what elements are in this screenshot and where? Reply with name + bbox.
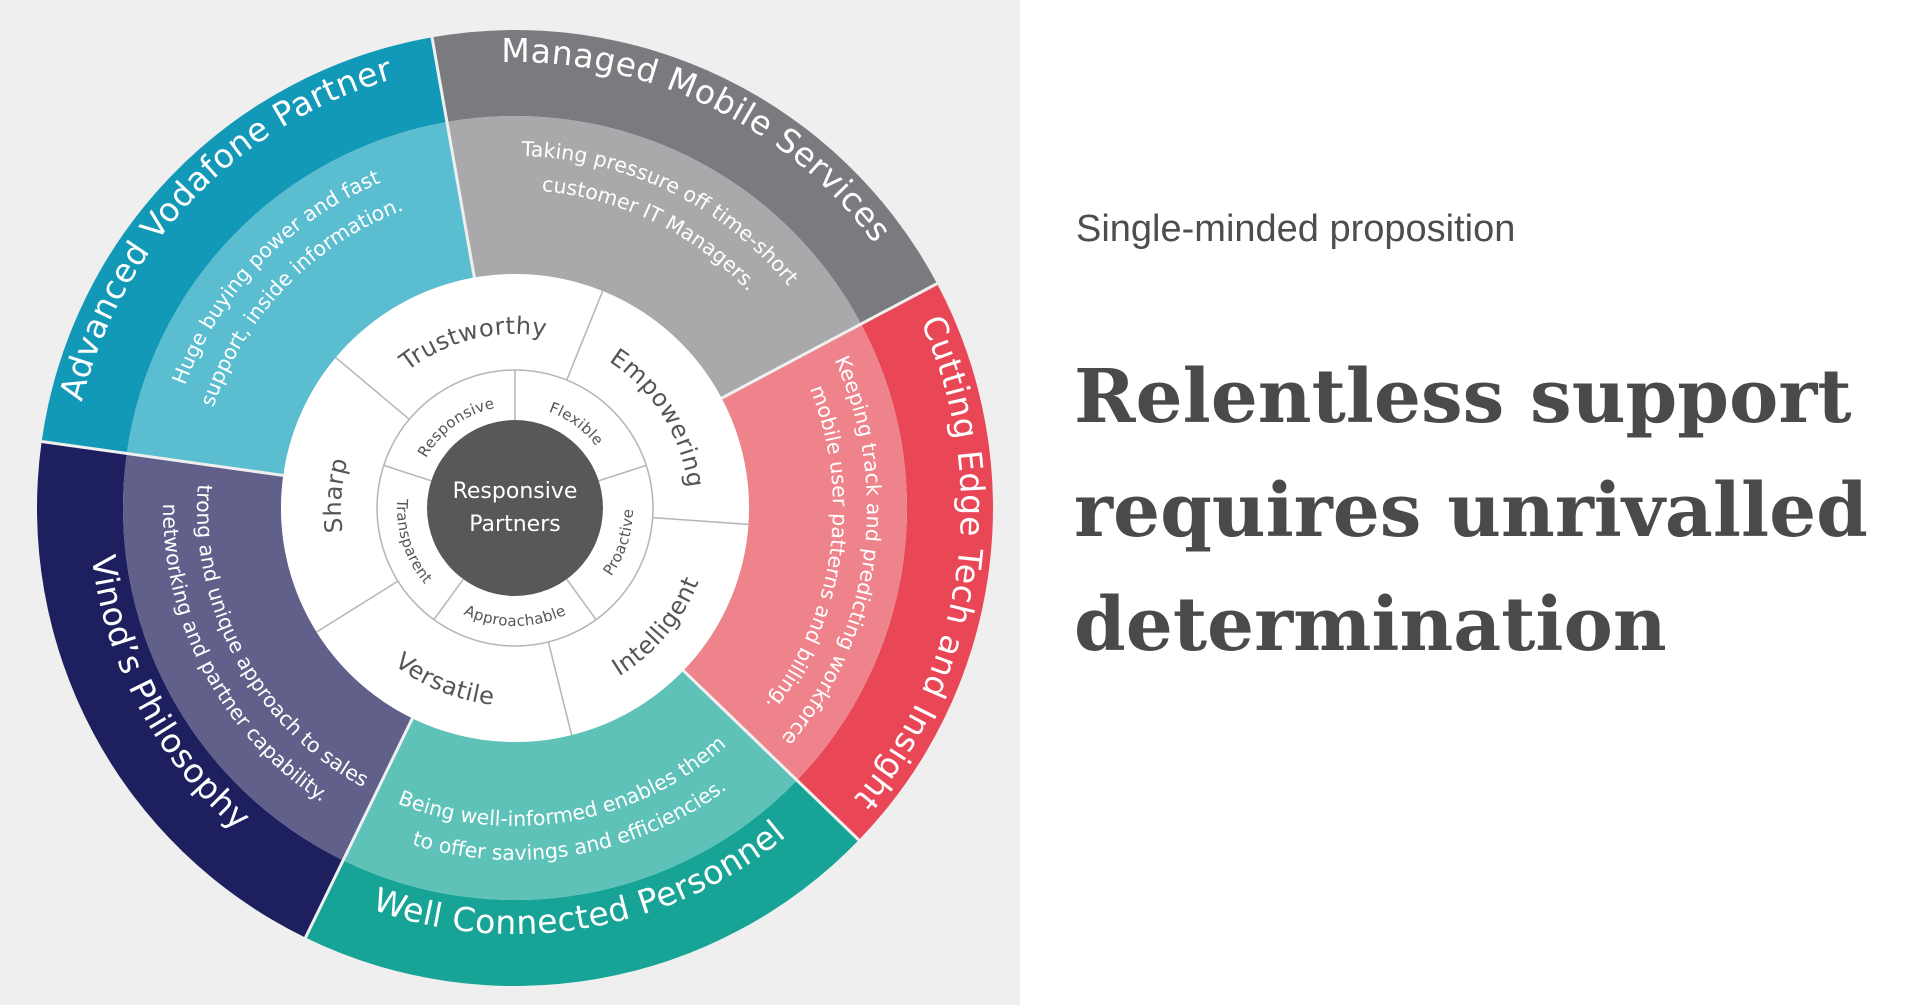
value-divider-1 (598, 464, 647, 482)
attribute-divider-3 (547, 641, 573, 736)
attribute-label-5-text: Sharp (319, 455, 353, 534)
segment-inner-1 (126, 121, 475, 476)
value-divider-3 (433, 578, 464, 621)
segment-divider-3 (720, 281, 939, 400)
segment-divider-5 (303, 717, 414, 940)
attribute-label-5: Sharp (319, 455, 353, 534)
headline: Relentless support requires unrivalled d… (1074, 340, 1914, 682)
value-divider-2 (566, 578, 597, 621)
segment-outer-1 (41, 37, 447, 454)
segment-inner-3 (683, 323, 907, 781)
segment-outer-3 (796, 283, 994, 841)
value-divider-4 (383, 464, 432, 482)
segment-outer-2 (431, 30, 938, 324)
core-circle (427, 420, 603, 596)
attribute-divider-5 (335, 357, 410, 420)
segment-outer-5 (37, 441, 344, 938)
segment-inner-5 (123, 453, 413, 861)
eyebrow-label: Single-minded proposition (1076, 208, 1516, 250)
headline-line-1: Relentless support (1074, 354, 1852, 440)
segment-inner-4 (343, 670, 797, 901)
segment-divider-1 (40, 439, 284, 477)
segment-divider-2 (430, 36, 476, 278)
segment-outer-4 (305, 780, 859, 986)
core-label-line-1: Responsive (453, 479, 578, 504)
headline-line-2: requires unrivalled (1074, 468, 1868, 554)
proposition-panel: Single-minded proposition Relentless sup… (1020, 0, 1920, 1005)
attribute-divider-4 (316, 580, 399, 633)
segment-inner-2 (446, 115, 862, 399)
attribute-divider-1 (566, 290, 604, 381)
attribute-divider-2 (652, 516, 749, 526)
headline-line-3: determination (1074, 582, 1667, 668)
segment-divider-4 (682, 669, 861, 842)
core-label-line-2: Partners (469, 512, 560, 537)
